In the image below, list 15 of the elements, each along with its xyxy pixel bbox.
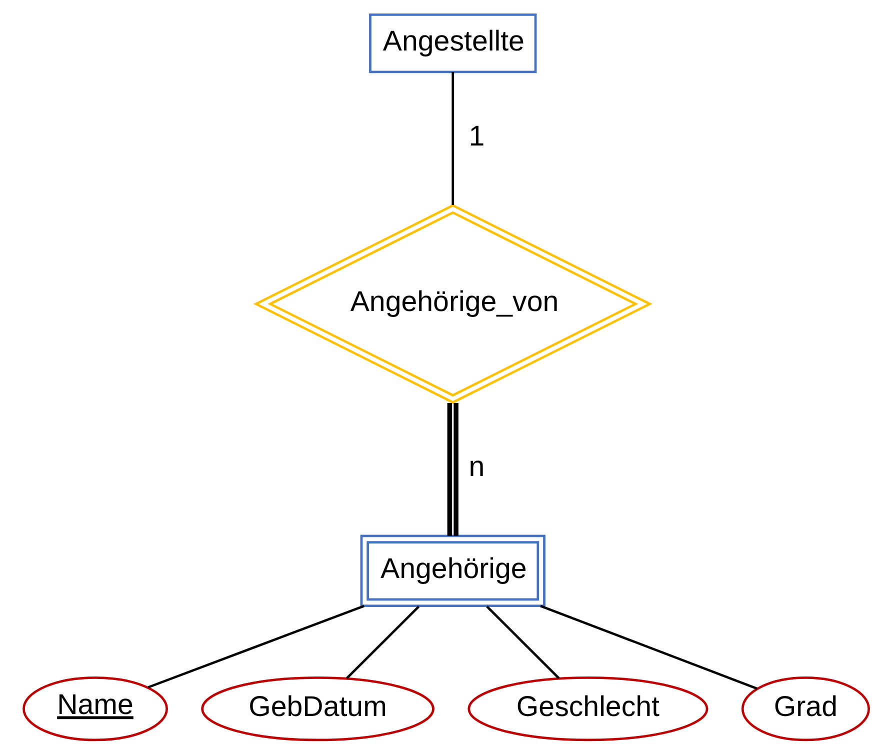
node-box: Angehörige — [360, 534, 546, 608]
connector — [540, 604, 758, 690]
node-ellipse: Grad — [741, 676, 870, 742]
connector — [148, 604, 364, 688]
connector — [346, 606, 420, 680]
node-ellipse: GebDatum — [201, 676, 434, 742]
connector — [452, 72, 454, 205]
edge-label: 1 — [468, 120, 485, 153]
node-diamond: Angehörige_von — [253, 204, 652, 404]
node-ellipse: Geschlecht — [468, 676, 708, 742]
edge-label: n — [468, 451, 485, 484]
node-box: Angestellte — [369, 14, 537, 74]
connector — [486, 606, 560, 680]
node-ellipse: Name — [22, 676, 168, 742]
connector — [447, 402, 458, 536]
